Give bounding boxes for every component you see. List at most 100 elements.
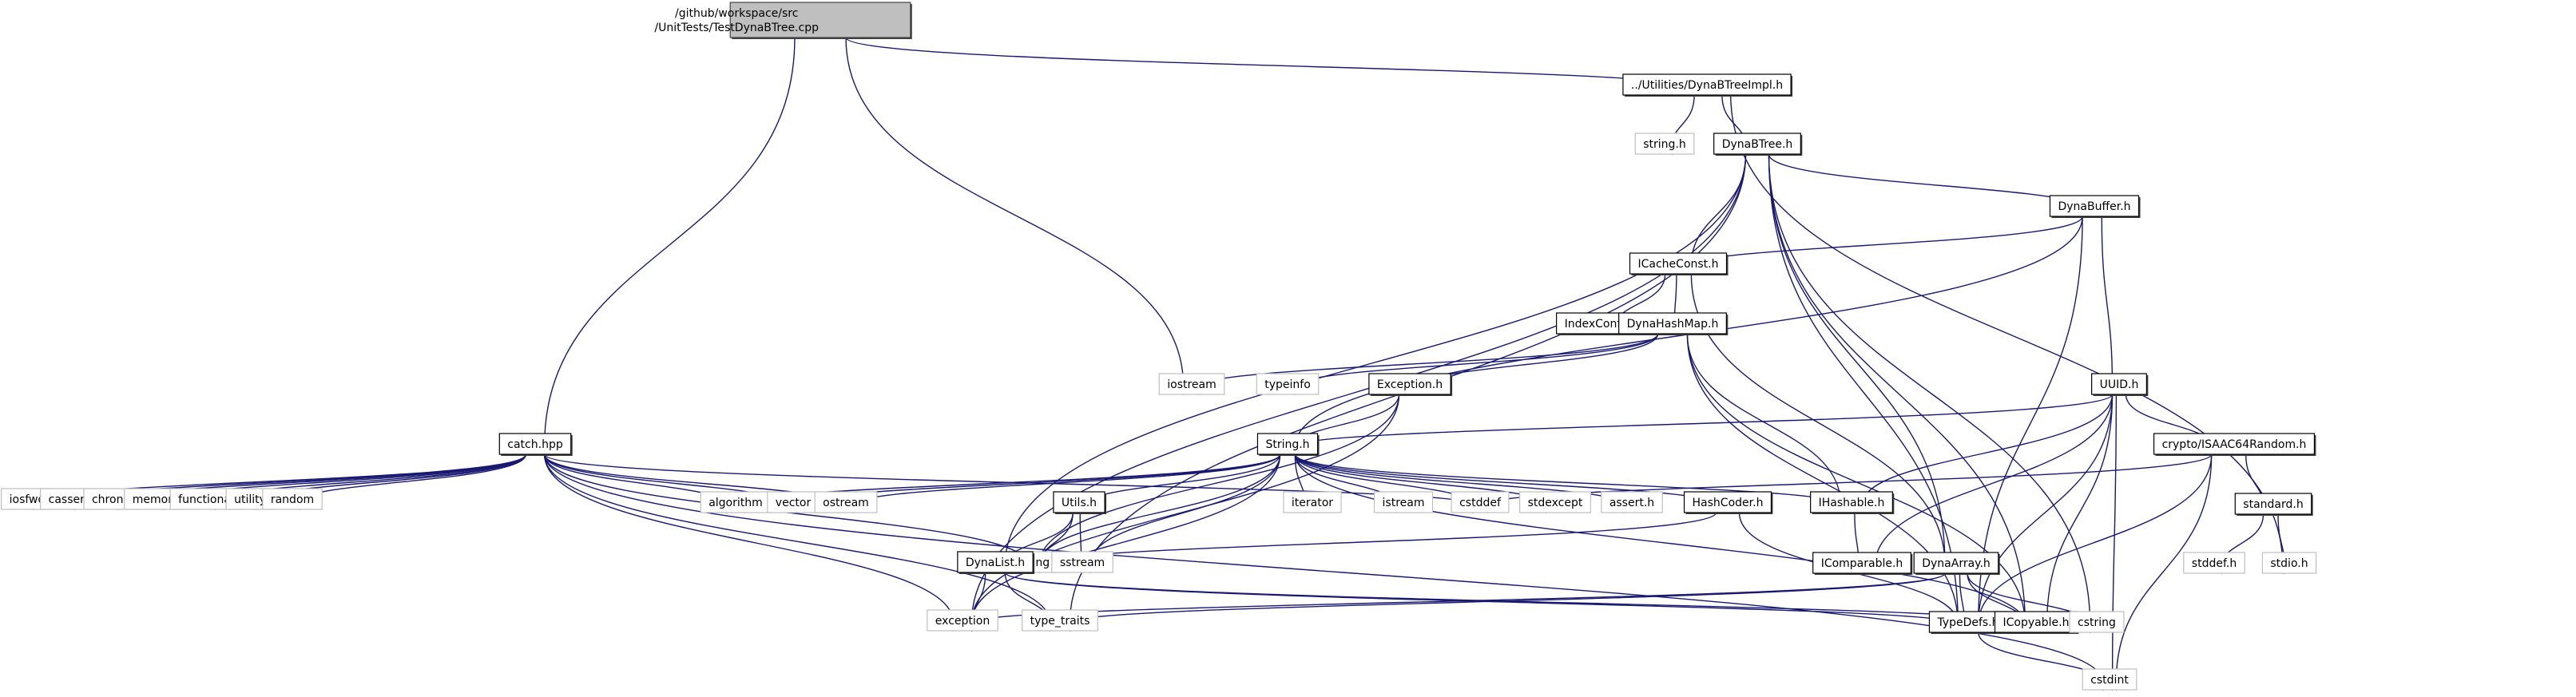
edge-isaac-to-typedefs: [1978, 453, 2213, 625]
edge-dynabtree-to-icopyable: [1768, 153, 2026, 625]
node-exception-h[interactable]: Exception.h: [1368, 373, 1453, 396]
node-label: exception: [935, 615, 990, 628]
node-label: cstring: [2078, 616, 2116, 629]
node-box: [2091, 373, 2147, 395]
node-label: ../Utilities/DynaBTreeImpl.h: [1631, 79, 1783, 92]
node-algorithm: algorithm: [700, 491, 772, 513]
node-box: [1618, 312, 1727, 335]
node-label: IHashable.h: [1819, 497, 1885, 509]
node-label: UUID.h: [2100, 378, 2139, 391]
edge-uuid-to-icopyable: [2046, 394, 2114, 625]
node-label: random: [271, 493, 314, 506]
node-icopyable[interactable]: ICopyable.h: [1994, 611, 2079, 634]
edge-uuid-to-ihashable: [1861, 394, 2114, 505]
edge-root-to-catch: [543, 37, 796, 447]
node-typeinfo: typeinfo: [1256, 373, 1320, 395]
node-box: [2069, 611, 2125, 633]
node-label: DynaHashMap.h: [1627, 318, 1719, 331]
node-box: [2261, 552, 2317, 574]
node-dynabtree[interactable]: DynaBTree.h: [1713, 133, 1803, 156]
node-label: DynaBuffer.h: [2058, 200, 2130, 213]
edge-impl-to-stdio-h: [1730, 94, 2284, 566]
node-dynahashmap[interactable]: DynaHashMap.h: [1618, 312, 1729, 335]
node-box: [1683, 491, 1772, 513]
edge-dynabuffer-to-typedefs: [1978, 216, 2083, 625]
node-label: crypto/ISAAC64Random.h: [2162, 438, 2307, 451]
node-root[interactable]: /github/workspace/src/UnitTests/TestDyna…: [654, 2, 912, 39]
node-box: [1994, 611, 2078, 633]
node-label: iterator: [1292, 497, 1333, 509]
edge-dynabtree-to-typedefs: [1768, 153, 1959, 625]
node-label: IComparable.h: [1821, 557, 1903, 570]
node-box: [1634, 133, 1695, 155]
node-cstddef: cstddef: [1451, 491, 1510, 513]
edge-dynahashmap-to-exception-h: [1419, 333, 1659, 387]
node-label: /github/workspace/src: [675, 7, 798, 20]
node-label: iostream: [1167, 378, 1217, 391]
node-label: string.h: [1643, 138, 1686, 151]
node-hashcoder[interactable]: HashCoder.h: [1683, 491, 1773, 514]
node-catch[interactable]: catch.hpp: [498, 433, 573, 456]
node-sstream: sstream: [1051, 551, 1113, 573]
node-dynaarray[interactable]: DynaArray.h: [1913, 552, 2000, 575]
node-isaac[interactable]: crypto/ISAAC64Random.h: [2153, 433, 2316, 456]
node-impl[interactable]: ../Utilities/DynaBTreeImpl.h: [1622, 73, 1793, 97]
edge-catch-to-cstdint: [543, 453, 2104, 683]
node-label: ostream: [823, 497, 869, 509]
node-string-hh[interactable]: String.h: [1256, 433, 1320, 456]
node-string-h: string.h: [1634, 133, 1695, 155]
node-stdio-h: stdio.h: [2261, 552, 2317, 574]
node-label: DynaArray.h: [1922, 557, 1991, 570]
node-random: random: [262, 488, 323, 510]
node-vector: vector: [767, 491, 820, 513]
node-box: [1810, 491, 1893, 513]
node-label: ICopyable.h: [2003, 616, 2070, 629]
node-label: stdexcept: [1528, 497, 1583, 509]
edge-uuid-to-cstdint: [2111, 394, 2118, 683]
node-box: [1913, 552, 1999, 574]
node-dynabuffer[interactable]: DynaBuffer.h: [2049, 195, 2141, 218]
node-box: [1283, 491, 1342, 513]
edge-dynahashmap-to-icopyable: [1686, 333, 2026, 625]
node-box: [2153, 433, 2316, 455]
node-exception: exception: [927, 609, 998, 632]
node-ihashable[interactable]: IHashable.h: [1810, 491, 1895, 514]
edge-exception-h-to-exception: [970, 394, 1400, 624]
edge-dynabuffer-to-uuid: [2101, 216, 2114, 387]
edge-dynabtree-to-icacheconst: [1690, 153, 1747, 267]
node-box: [2183, 552, 2245, 574]
edge-dynabtree-to-dynabuffer: [1768, 153, 2083, 209]
node-label: HashCoder.h: [1693, 497, 1764, 509]
node-iterator: iterator: [1283, 491, 1342, 513]
edge-dynabtree-to-exception: [970, 153, 1747, 624]
edge-string-hh-to-exception: [970, 453, 1281, 624]
node-label: type_traits: [1030, 615, 1090, 628]
node-label: String.h: [1265, 438, 1309, 451]
node-box: [1601, 491, 1663, 513]
node-label: sstream: [1060, 556, 1105, 569]
node-uuid[interactable]: UUID.h: [2091, 373, 2149, 396]
edge-catch-to-exception: [543, 453, 955, 624]
node-dynalist[interactable]: DynaList.h: [957, 551, 1035, 574]
node-standard[interactable]: standard.h: [2234, 493, 2313, 516]
edge-uuid-to-typedefs: [1978, 394, 2114, 625]
node-utils[interactable]: Utils.h: [1053, 491, 1107, 514]
node-label: cstddef: [1459, 497, 1502, 509]
node-box: [1051, 551, 1113, 573]
edge-root-to-impl: [845, 37, 1684, 88]
node-label: Utils.h: [1062, 497, 1097, 509]
node-box: [700, 491, 772, 513]
node-icacheconst[interactable]: ICacheConst.h: [1629, 252, 1729, 275]
node-label: utility: [234, 493, 266, 506]
edge-hashcoder-to-string: [1038, 512, 1717, 565]
edge-string-hh-to-sstream: [1089, 453, 1281, 565]
node-box: [1519, 491, 1591, 513]
node-assert-h: assert.h: [1601, 491, 1663, 513]
node-label: functional: [178, 493, 234, 506]
node-label: cassert: [49, 493, 89, 506]
node-label: istream: [1383, 497, 1425, 509]
edge-dynabtree-to-dynalist: [1004, 153, 1747, 565]
edge-isaac-to-cstdint: [2115, 453, 2213, 683]
node-icomparable[interactable]: IComparable.h: [1812, 552, 1913, 575]
